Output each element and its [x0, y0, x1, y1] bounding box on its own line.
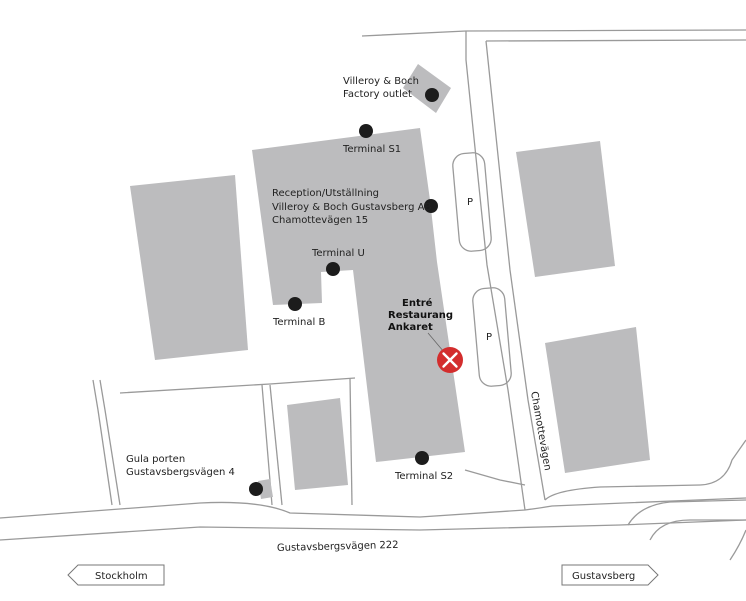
road-branch-right-1 [627, 499, 746, 526]
road-top-edge-2 [485, 39, 746, 42]
road-chamotte-left [465, 31, 526, 511]
parking-2-label: P [486, 332, 492, 343]
building-east-1 [516, 141, 615, 277]
road-main-bottom [0, 519, 746, 541]
street-chamottevagen: Chamottevägen [528, 391, 553, 472]
dot-marker-icon[interactable] [415, 451, 429, 465]
dot-marker-icon[interactable] [425, 88, 439, 102]
building-main [252, 128, 465, 462]
parking-lot-2 [472, 287, 512, 387]
street-gustavsbergsvagen: Gustavsbergsvägen 222 [277, 540, 399, 554]
direction-gustavsberg-label: Gustavsberg [572, 571, 635, 582]
outlet-label-line2: Factory outlet [343, 89, 412, 100]
road-west-b [99, 379, 121, 506]
dot-marker-icon[interactable] [359, 124, 373, 138]
parking-areas: P P [452, 152, 512, 387]
reception-company: Villeroy & Boch Gustavsberg AB [272, 202, 431, 213]
gate-title: Gula porten [126, 454, 185, 465]
direction-stockholm-label: Stockholm [95, 571, 148, 582]
road-top-edge [361, 29, 746, 37]
dot-marker-icon[interactable] [249, 482, 263, 496]
road-west-a [92, 379, 113, 506]
building-west [130, 175, 248, 360]
entrance-label-line1: Entré [402, 297, 433, 309]
arrow-left-icon[interactable] [67, 564, 165, 586]
terminal-b-label: Terminal B [272, 317, 325, 328]
dot-marker-icon[interactable] [288, 297, 302, 311]
parking-1-label: P [467, 197, 473, 208]
road-site-lane-d [349, 377, 353, 506]
reception-title: Reception/Utställning [272, 188, 379, 199]
road-main-top [0, 497, 746, 519]
direction-stockholm[interactable]: Stockholm [67, 564, 165, 586]
dot-marker-icon[interactable] [424, 199, 438, 213]
entrance-label-line2: Restaurang [388, 310, 453, 321]
markers [249, 88, 463, 496]
road-site-lane-e [464, 469, 526, 486]
dot-marker-icon[interactable] [326, 262, 340, 276]
buildings [130, 64, 650, 499]
road-branch-right-2 [649, 519, 746, 541]
parking-lot-1 [452, 152, 492, 252]
building-outlet [403, 64, 451, 113]
building-gate-kiosk [258, 479, 273, 499]
terminal-s2-label: Terminal S2 [394, 471, 453, 482]
arrow-right-icon[interactable] [561, 564, 659, 586]
building-east-2 [545, 327, 650, 473]
road-chamotte-right [485, 40, 546, 501]
road-site-lane-a [119, 377, 356, 394]
building-south-small [287, 398, 348, 490]
direction-gustavsberg[interactable]: Gustavsberg [561, 564, 659, 586]
entrance-label-line3: Ankaret [388, 322, 433, 333]
reception-address: Chamottevägen 15 [272, 215, 368, 226]
gate-address: Gustavsbergsvägen 4 [126, 467, 235, 478]
terminal-u-label: Terminal U [311, 248, 365, 259]
road-branch-right-3 [729, 529, 746, 561]
x-circle-icon[interactable] [437, 347, 463, 373]
terminal-s1-label: Terminal S1 [342, 144, 401, 155]
outlet-label-line1: Villeroy & Boch [343, 76, 419, 87]
entrance-leader-line [427, 332, 445, 353]
road-east-top [544, 439, 746, 501]
road-site-lane-c [269, 384, 283, 506]
